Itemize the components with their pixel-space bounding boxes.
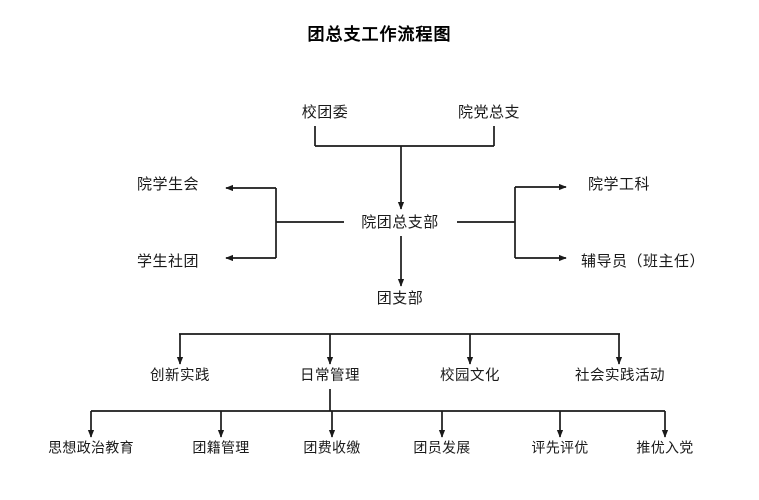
node-xueshengshetuan[interactable]: 学生社团 — [136, 251, 200, 270]
node-tuiyouruidang[interactable]: 推优入党 — [636, 440, 694, 457]
node-tuanyuanfazhan[interactable]: 团员发展 — [413, 440, 471, 457]
node-richangguanli[interactable]: 日常管理 — [300, 368, 360, 385]
node-pingxianpingyou[interactable]: 评先评优 — [531, 440, 589, 457]
node-tuanzhibu[interactable]: 团支部 — [376, 288, 424, 307]
node-shehuishijian[interactable]: 社会实践活动 — [575, 368, 665, 385]
node-tuanfeishoujiao[interactable]: 团费收缴 — [303, 440, 361, 457]
page-title: 团总支工作流程图 — [307, 25, 452, 45]
node-yuanxuegongke[interactable]: 院学工科 — [587, 174, 651, 193]
node-fudaoyuan[interactable]: 辅导员（班主任） — [580, 251, 706, 270]
node-xiaoyuanwenhua[interactable]: 校园文化 — [440, 368, 500, 385]
node-tuanjiguanli[interactable]: 团籍管理 — [192, 440, 250, 457]
node-sixiangzhengzhi[interactable]: 思想政治教育 — [48, 440, 134, 457]
node-yuantuanzongzhibu[interactable]: 院团总支部 — [361, 212, 439, 231]
node-chuangxinshijian[interactable]: 创新实践 — [150, 368, 210, 385]
node-yuandangzongzhi[interactable]: 院党总支 — [457, 102, 521, 121]
node-xiaotuanwei[interactable]: 校团委 — [301, 102, 349, 121]
node-yuanxueshenghui[interactable]: 院学生会 — [136, 174, 200, 193]
